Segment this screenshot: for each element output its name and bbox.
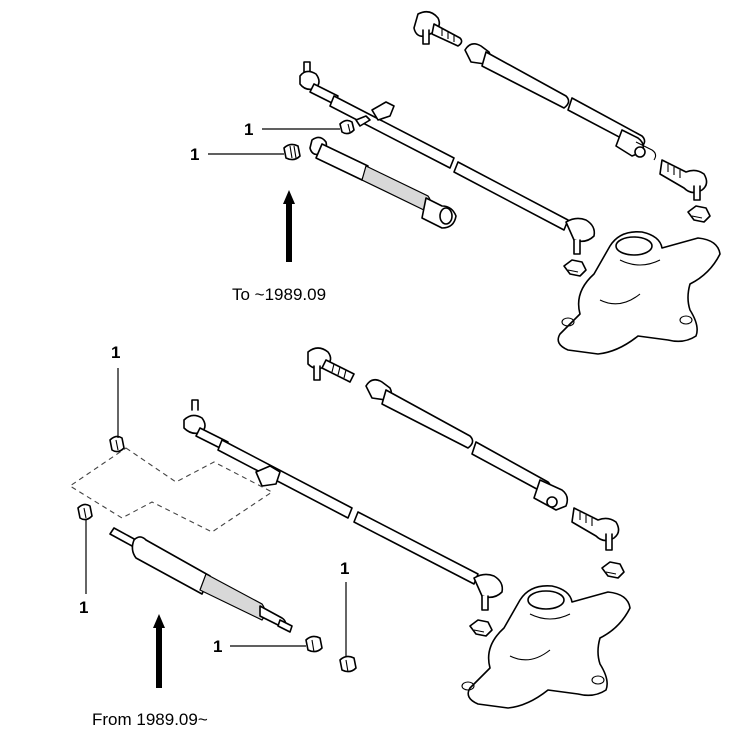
top-bushing-upper [339,115,371,135]
top-callout-label-upper: 1 [244,120,253,139]
bottom-callout-label-right: 1 [340,559,349,578]
bottom-tie-rod-end-right [571,507,620,551]
bottom-bushing-upper-left [109,435,125,453]
top-direction-arrow [283,190,295,262]
bottom-tie-rod-end-left [183,399,229,451]
bottom-callout-label-lower-left: 1 [79,598,88,617]
bottom-callout-label-upper-left: 1 [111,343,120,362]
top-nut-right [687,205,711,223]
top-tie-rod-end-upper [413,10,463,47]
top-bushing-lower [283,143,301,161]
bottom-nut-left [469,619,493,637]
bottom-damper-mount-dashed-outline [68,447,274,533]
bottom-bushing-right [339,655,357,673]
bottom-center-tie-rod [217,439,504,611]
bottom-steering-knuckle [461,584,631,709]
top-steering-damper [309,136,457,229]
top-tie-rod-end-left [299,61,339,105]
top-adjusting-tube-right [464,42,657,161]
bottom-callout-label-damper: 1 [213,637,222,656]
bottom-bushing-damper-end [305,635,323,653]
bottom-nut-right [601,561,625,579]
top-steering-knuckle [557,230,721,355]
top-assembly: 1 1 To ~1989.09 [190,10,721,355]
bottom-direction-arrow [153,614,165,688]
top-tie-rod-end-right [659,159,708,201]
top-caption: To ~1989.09 [232,285,326,304]
top-nut-left [563,259,587,277]
bottom-assembly: 1 1 1 1 From 1989.09~ [68,343,631,729]
bottom-steering-damper [109,527,293,633]
bottom-caption: From 1989.09~ [92,710,208,729]
top-callout-label-lower: 1 [190,145,199,164]
top-center-tie-rod [329,95,596,255]
bottom-bushing-lower-left [77,503,93,521]
bottom-adjusting-tube-right [365,378,569,511]
bottom-tie-rod-end-upper [307,347,355,383]
